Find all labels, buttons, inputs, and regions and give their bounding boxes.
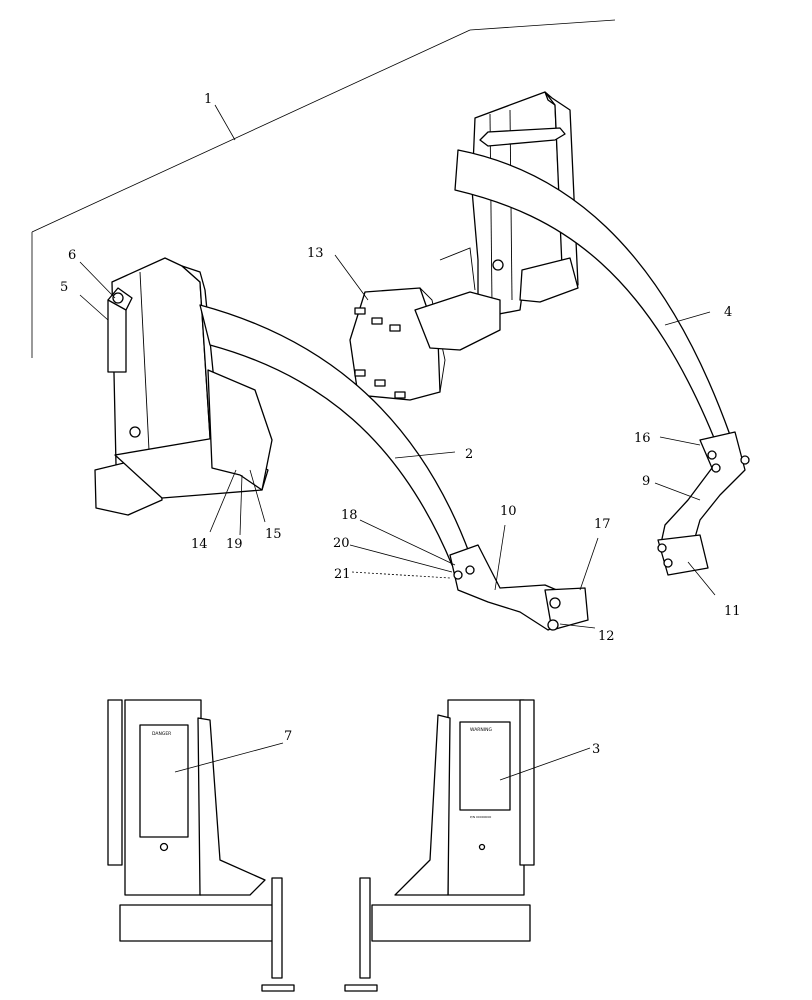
- callout-16: 16: [634, 431, 651, 446]
- right-hook-arm: [657, 431, 750, 576]
- latch-assembly: [107, 287, 133, 373]
- warning-decal-title: WARNING: [470, 727, 492, 733]
- leader-lines: [79, 104, 716, 781]
- right-mount-plate: [349, 247, 501, 401]
- callout-1: 1: [204, 92, 212, 107]
- danger-decal-title: DANGER: [152, 731, 171, 737]
- callout-7: 7: [284, 729, 292, 744]
- callout-12: 12: [598, 629, 615, 644]
- callout-17: 17: [594, 517, 611, 532]
- callout-15: 15: [265, 527, 282, 542]
- left-upright-side-view: DANGER: [107, 699, 295, 992]
- danger-decal: [139, 724, 189, 838]
- callout-21: 21: [334, 567, 351, 582]
- assembly-bracket: [31, 19, 616, 358]
- left-upright-tower: [94, 257, 273, 516]
- callout-3: 3: [592, 742, 600, 757]
- callout-13: 13: [307, 246, 324, 261]
- callout-4: 4: [724, 305, 732, 320]
- right-upright-side-view: WARNING P/N 00000000: [344, 699, 535, 992]
- callout-2: 2: [465, 447, 473, 462]
- callout-labels: 1 2 3 4 5 6 7 9 10 11 12 13 14 15 16 17 …: [60, 92, 741, 757]
- callout-6: 6: [68, 248, 76, 263]
- callout-11: 11: [724, 604, 741, 619]
- callout-5: 5: [60, 280, 68, 295]
- callout-10: 10: [500, 504, 517, 519]
- warning-decal-footer: P/N 00000000: [470, 815, 491, 819]
- callout-14: 14: [191, 537, 208, 552]
- left-hook-arm: [449, 544, 589, 631]
- callout-20: 20: [333, 536, 350, 551]
- callout-9: 9: [642, 474, 650, 489]
- stud-bolts-upper: [354, 307, 406, 399]
- warning-decal: [459, 721, 511, 811]
- callout-18: 18: [341, 508, 358, 523]
- callout-19: 19: [226, 537, 243, 552]
